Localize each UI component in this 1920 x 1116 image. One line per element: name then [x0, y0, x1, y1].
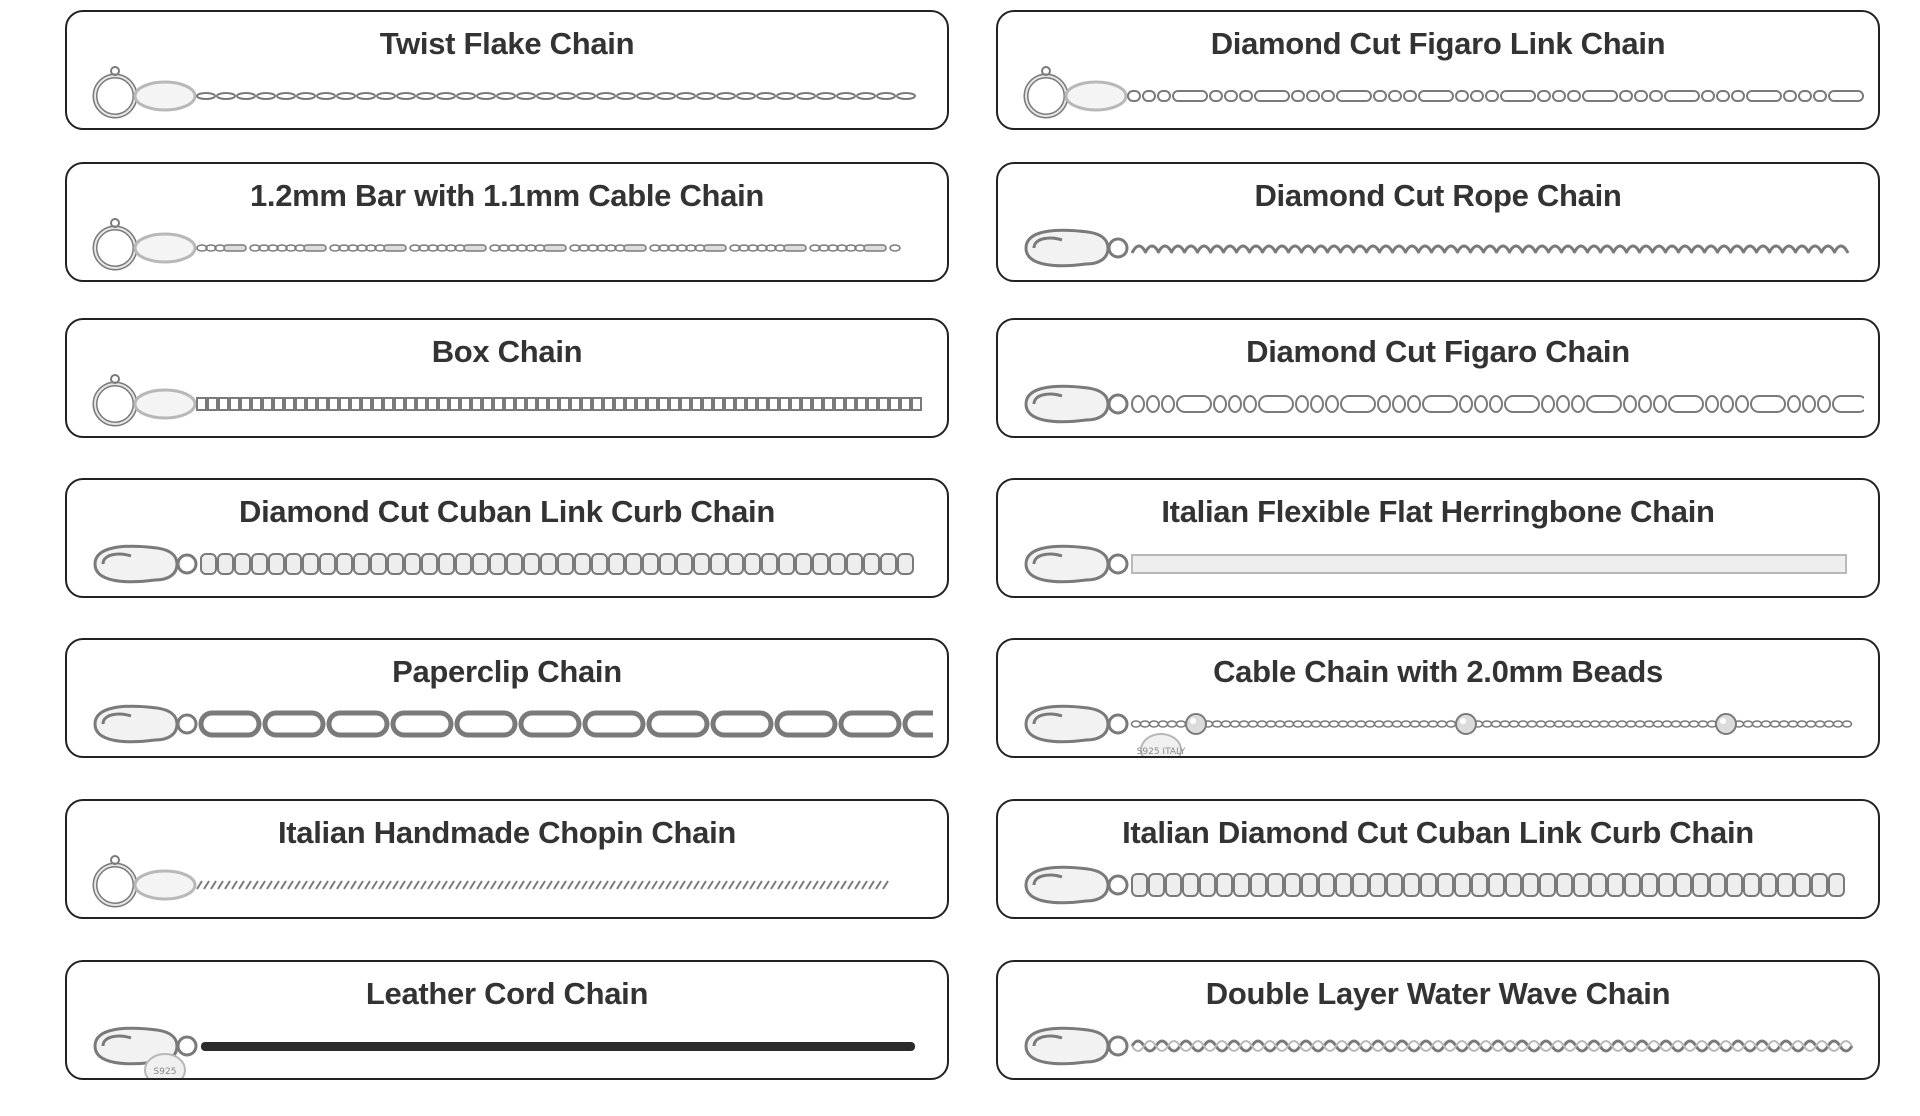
chain-image — [85, 849, 933, 917]
chain-card: 1.2mm Bar with 1.1mm Cable Chain — [65, 162, 949, 282]
chain-title: Diamond Cut Figaro Link Chain — [1210, 26, 1666, 61]
chain-card: Italian Handmade Chopin Chain — [65, 799, 949, 919]
lobster-clasp-icon — [1024, 384, 1129, 424]
chain-image — [85, 212, 933, 280]
lobster-clasp-icon — [1024, 865, 1129, 905]
spring-ring-clasp-icon — [92, 218, 197, 271]
lobster-clasp-icon — [1024, 1026, 1129, 1066]
chain-image: S925 ITALY — [1016, 688, 1864, 756]
chain-image — [85, 368, 933, 436]
chain-title: Diamond Cut Figaro Chain — [1246, 334, 1630, 369]
spring-ring-clasp-icon — [92, 855, 197, 908]
chain-title: Leather Cord Chain — [365, 976, 649, 1011]
chain-title: Twist Flake Chain — [379, 26, 635, 61]
chain-title: Italian Diamond Cut Cuban Link Curb Chai… — [1122, 815, 1754, 850]
chain-title: Box Chain — [431, 334, 583, 369]
chain-links — [1130, 244, 1850, 254]
chain-image: S925 — [85, 1010, 933, 1078]
chain-links — [1131, 395, 1864, 413]
chain-card: Paperclip Chain — [65, 638, 949, 758]
chain-links — [1130, 713, 1853, 735]
chain-title: Paperclip Chain — [392, 654, 622, 689]
chain-card: Italian Flexible Flat Herringbone Chain — [996, 478, 1880, 598]
lobster-clasp-icon — [1024, 544, 1129, 584]
chain-links — [1127, 90, 1864, 102]
chain-title: 1.2mm Bar with 1.1mm Cable Chain — [249, 178, 765, 213]
chain-links — [201, 1042, 915, 1051]
chain-card: Diamond Cut Figaro Chain — [996, 318, 1880, 438]
chain-card: Diamond Cut Figaro Link Chain — [996, 10, 1880, 130]
chain-card: Box Chain — [65, 318, 949, 438]
chain-title: Double Layer Water Wave Chain — [1205, 976, 1671, 1011]
chain-links — [198, 710, 933, 738]
chain-card: Diamond Cut Cuban Link Curb Chain — [65, 478, 949, 598]
chain-links — [196, 880, 889, 890]
chain-card: Diamond Cut Rope Chain — [996, 162, 1880, 282]
spring-ring-clasp-icon — [92, 374, 197, 427]
spring-ring-clasp-icon — [1023, 66, 1128, 119]
chain-image — [1016, 1010, 1864, 1078]
silver-tag-icon: S925 ITALY — [1137, 733, 1186, 756]
chain-title: Diamond Cut Cuban Link Curb Chain — [238, 494, 776, 529]
lobster-clasp-icon — [93, 1026, 198, 1066]
lobster-clasp-icon — [1024, 704, 1129, 744]
tag-text: S925 ITALY — [1137, 747, 1186, 756]
tag-text: S925 — [154, 1067, 177, 1077]
lobster-clasp-icon — [93, 704, 198, 744]
chain-links — [200, 553, 914, 575]
chain-card: Italian Diamond Cut Cuban Link Curb Chai… — [996, 799, 1880, 919]
chain-image — [1016, 60, 1864, 128]
chain-links — [1131, 554, 1847, 574]
chain-title: Diamond Cut Rope Chain — [1254, 178, 1622, 213]
lobster-clasp-icon — [93, 544, 198, 584]
chain-image — [1016, 528, 1864, 596]
chain-image — [1016, 368, 1864, 436]
spring-ring-clasp-icon — [92, 66, 197, 119]
chain-links — [196, 92, 916, 100]
chain-title: Italian Handmade Chopin Chain — [277, 815, 737, 850]
chain-image — [1016, 849, 1864, 917]
chain-title: Cable Chain with 2.0mm Beads — [1213, 654, 1663, 689]
chain-image — [1016, 212, 1864, 280]
chain-links — [196, 244, 901, 252]
lobster-clasp-icon — [1024, 228, 1129, 268]
chain-image — [85, 688, 933, 756]
chain-image — [85, 528, 933, 596]
chain-card: Double Layer Water Wave Chain — [996, 960, 1880, 1080]
chain-links — [1130, 1039, 1854, 1053]
chain-links — [196, 397, 922, 411]
silver-tag-icon: S925 — [144, 1053, 186, 1078]
chain-links — [1131, 873, 1845, 897]
chain-title: Italian Flexible Flat Herringbone Chain — [1161, 494, 1715, 529]
chain-card: Twist Flake Chain — [65, 10, 949, 130]
chain-image — [85, 60, 933, 128]
